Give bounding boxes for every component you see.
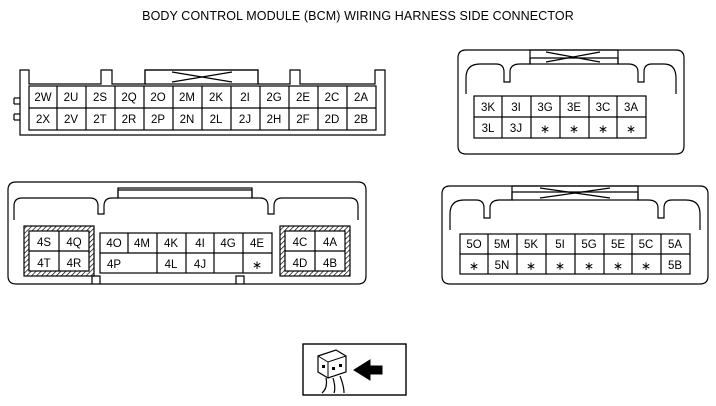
pin-2L: 2L xyxy=(210,114,223,126)
pin-3J: 3J xyxy=(510,123,522,135)
pin-unused: ∗ xyxy=(540,122,550,136)
pin-2X: 2X xyxy=(36,114,50,126)
pin-4R: 4R xyxy=(67,258,82,270)
pin-2B: 2B xyxy=(354,114,368,126)
pin-4I: 4I xyxy=(195,238,205,250)
connector-5-pin-labels: 5O 5M 5K 5I 5G 5E 5C 5A ∗ 5N ∗ ∗ ∗ ∗ ∗ 5… xyxy=(466,239,682,273)
pin-2K: 2K xyxy=(209,92,223,104)
pin-5B: 5B xyxy=(668,260,682,272)
pin-4P: 4P xyxy=(107,259,121,271)
pin-3K: 3K xyxy=(481,102,495,114)
pin-unused: ∗ xyxy=(598,122,608,136)
pin-5A: 5A xyxy=(668,239,682,251)
pin-2O: 2O xyxy=(150,92,165,104)
pin-unused: ∗ xyxy=(641,259,651,273)
pin-unused: ∗ xyxy=(469,259,479,273)
pin-4J: 4J xyxy=(194,259,206,271)
pin-2T: 2T xyxy=(93,114,106,126)
pin-3C: 3C xyxy=(596,102,611,114)
pin-2N: 2N xyxy=(180,114,195,126)
pin-2E: 2E xyxy=(296,92,310,104)
pin-4M: 4M xyxy=(134,238,150,250)
pin-4L: 4L xyxy=(165,259,178,271)
pin-2C: 2C xyxy=(325,92,340,104)
pin-4A: 4A xyxy=(323,237,337,249)
pin-4Q: 4Q xyxy=(66,237,81,249)
pin-4E: 4E xyxy=(250,238,264,250)
pin-unused: ∗ xyxy=(569,122,579,136)
pin-2R: 2R xyxy=(122,114,137,126)
pin-2Q: 2Q xyxy=(121,92,136,104)
pin-3G: 3G xyxy=(537,102,552,114)
pin-unused: ∗ xyxy=(555,259,565,273)
pin-2H: 2H xyxy=(267,114,282,126)
diagram-title: BODY CONTROL MODULE (BCM) WIRING HARNESS… xyxy=(142,9,574,23)
pin-4G: 4G xyxy=(220,238,235,250)
pin-2G: 2G xyxy=(266,92,281,104)
pin-4B: 4B xyxy=(323,258,337,270)
pin-4T: 4T xyxy=(37,258,50,270)
pin-2D: 2D xyxy=(325,114,340,126)
pin-unused: ∗ xyxy=(613,259,623,273)
pin-4O: 4O xyxy=(106,238,121,250)
pin-unused: ∗ xyxy=(584,259,594,273)
pin-3A: 3A xyxy=(624,102,638,114)
pin-2I: 2I xyxy=(240,92,250,104)
pin-4D: 4D xyxy=(293,258,308,270)
pin-4K: 4K xyxy=(164,238,178,250)
connector-3 xyxy=(457,49,685,155)
connector-2 xyxy=(13,69,386,136)
connector-4 xyxy=(7,181,367,285)
pin-2F: 2F xyxy=(296,114,309,126)
pin-2A: 2A xyxy=(354,92,368,104)
pin-unused: ∗ xyxy=(626,122,636,136)
pin-unused: ∗ xyxy=(526,259,536,273)
pin-2W: 2W xyxy=(34,92,51,104)
pin-2U: 2U xyxy=(64,92,79,104)
pin-5I: 5I xyxy=(555,239,565,251)
pin-3I: 3I xyxy=(511,102,521,114)
pin-3E: 3E xyxy=(567,102,581,114)
harness-side-view-icon xyxy=(302,343,407,396)
pin-unused: ∗ xyxy=(252,258,262,272)
pin-5G: 5G xyxy=(581,239,596,251)
connector-5 xyxy=(441,185,709,285)
pin-5C: 5C xyxy=(639,239,654,251)
pin-2V: 2V xyxy=(64,114,78,126)
pin-2P: 2P xyxy=(151,114,165,126)
connector-2-pin-labels: 2W 2U 2S 2Q 2O 2M 2K 2I 2G 2E 2C 2A 2X 2… xyxy=(34,92,368,126)
pin-5N: 5N xyxy=(495,260,510,272)
pin-2J: 2J xyxy=(239,114,251,126)
pin-5K: 5K xyxy=(524,239,538,251)
pin-4C: 4C xyxy=(293,237,308,249)
pin-5M: 5M xyxy=(494,239,510,251)
pin-5O: 5O xyxy=(466,239,481,251)
pin-5E: 5E xyxy=(611,239,625,251)
connector-4-pin-labels: 4S 4Q 4T 4R 4O 4M 4K 4I 4G 4E 4P 4L 4J ∗… xyxy=(37,237,337,272)
pin-4S: 4S xyxy=(37,237,51,249)
pin-2S: 2S xyxy=(93,92,107,104)
pin-3L: 3L xyxy=(482,123,495,135)
connector-3-pin-labels: 3K 3I 3G 3E 3C 3A 3L 3J ∗ ∗ ∗ ∗ xyxy=(481,102,638,136)
pin-2M: 2M xyxy=(179,92,195,104)
